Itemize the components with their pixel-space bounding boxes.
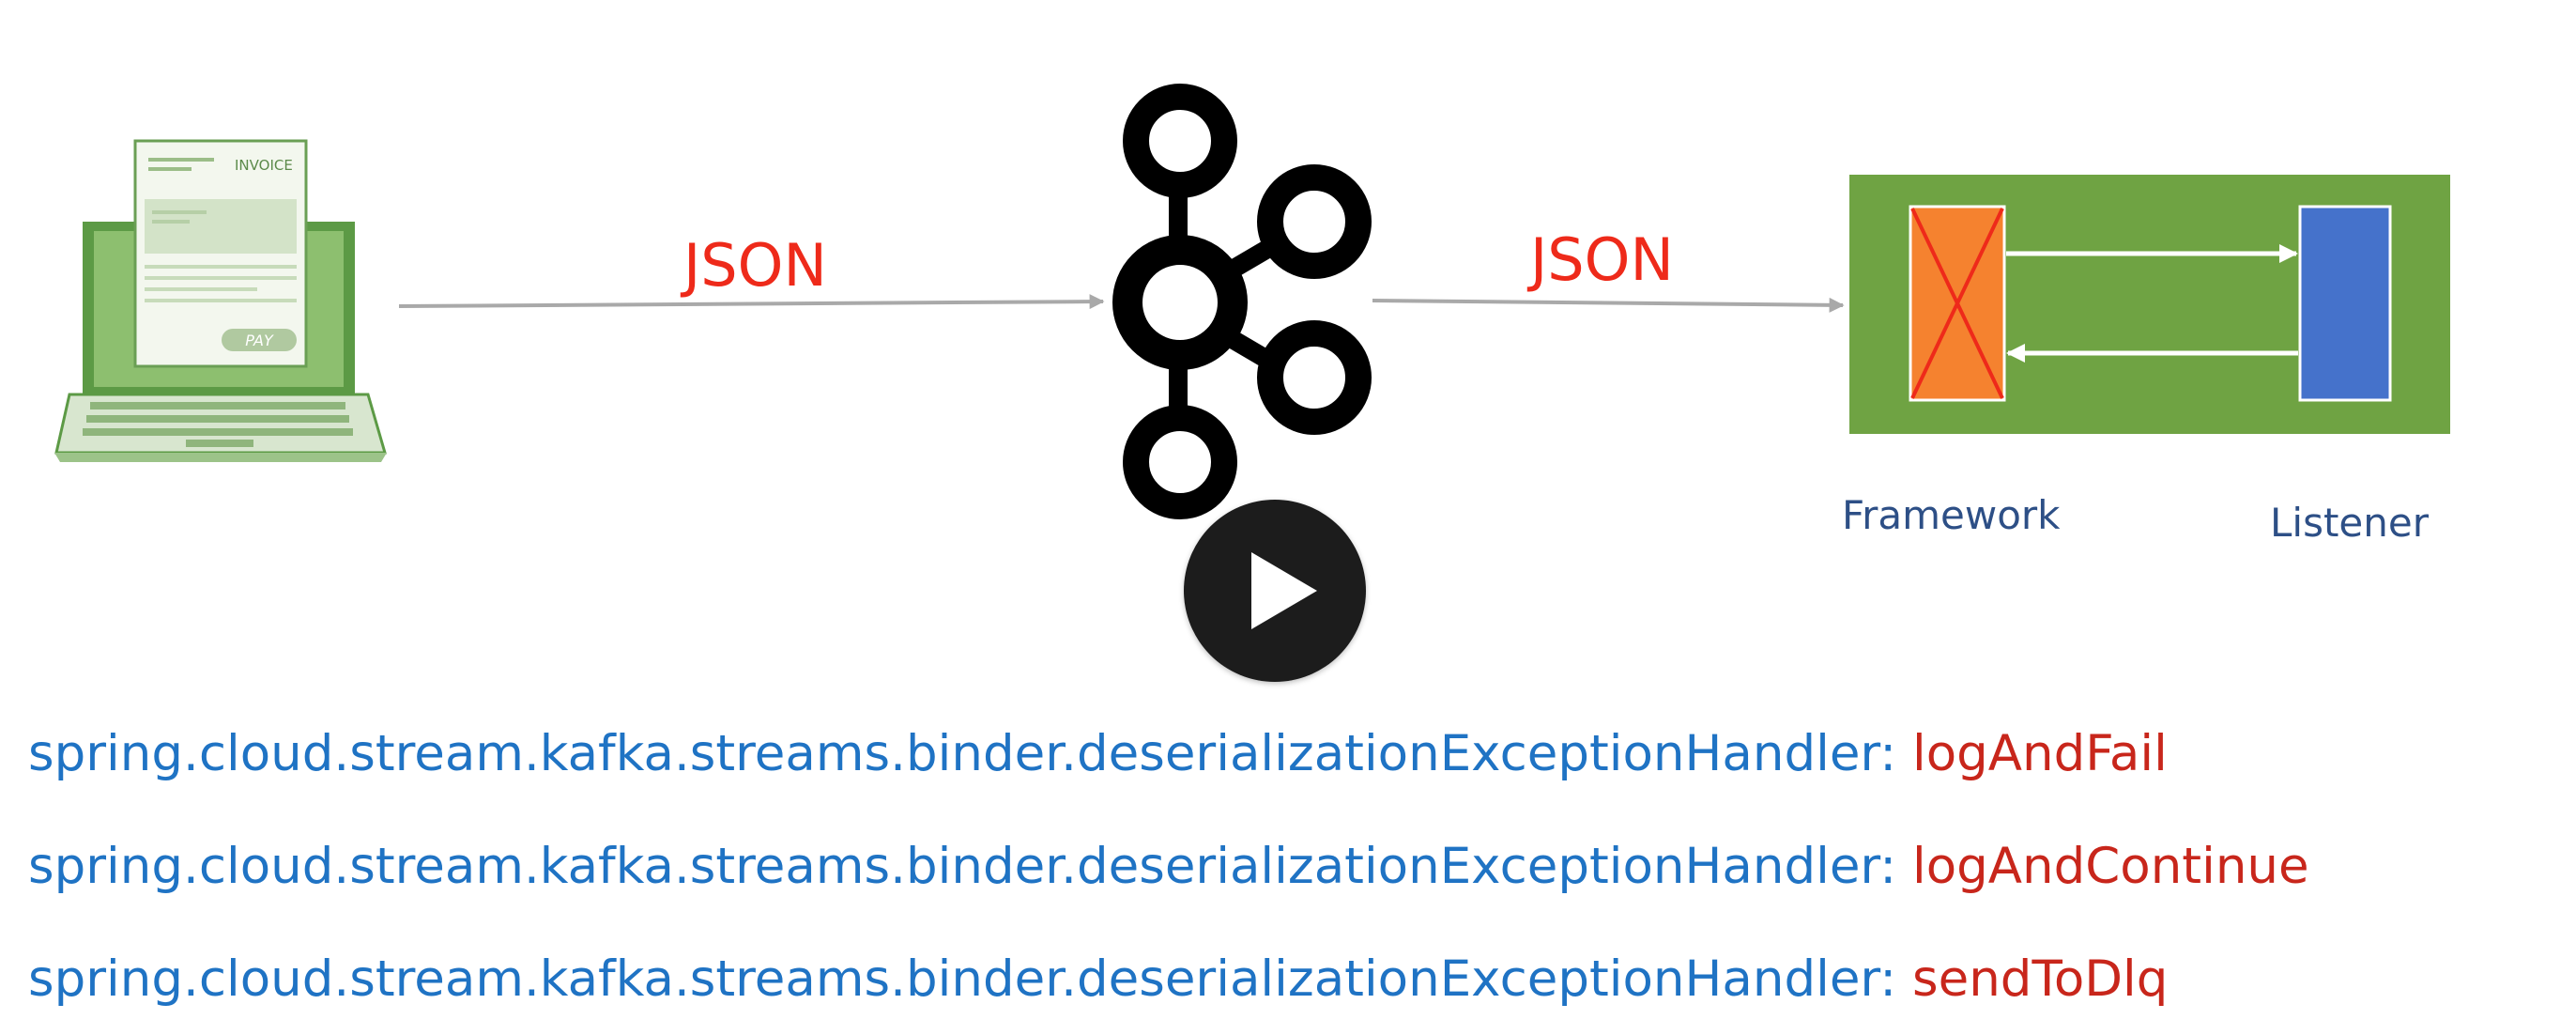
config-key: spring.cloud.stream.kafka.streams.binder… (28, 725, 1897, 782)
pay-button-label: PAY (245, 332, 274, 349)
config-key: spring.cloud.stream.kafka.streams.binder… (28, 950, 1897, 1008)
config-line: spring.cloud.stream.kafka.streams.binder… (28, 842, 2309, 891)
laptop-invoice-icon: INVOICE PAY (54, 139, 387, 462)
arrow-kafka-to-consumer (1372, 297, 1845, 313)
listener-box (2298, 205, 2392, 402)
kafka-logo-icon (1112, 84, 1372, 519)
framework-cross-line (1910, 208, 2004, 399)
play-button[interactable] (1184, 500, 1366, 682)
config-value: sendToDlq (1912, 950, 2169, 1008)
config-line: spring.cloud.stream.kafka.streams.binder… (28, 729, 2168, 779)
config-value: logAndFail (1912, 725, 2168, 782)
flow-diagram: INVOICE PAY (54, 84, 2450, 519)
play-icon (1251, 552, 1317, 629)
config-line: spring.cloud.stream.kafka.streams.binder… (28, 954, 2168, 1004)
consumer-application-box (1849, 175, 2450, 434)
framework-caption: Framework (1842, 492, 2061, 538)
invoice-header: INVOICE (235, 157, 293, 174)
invoice-paper: INVOICE PAY (133, 139, 308, 368)
listener-caption: Listener (2270, 500, 2429, 546)
producer-edge-label: JSON (683, 231, 827, 300)
consumer-edge-label: JSON (1530, 225, 1674, 294)
config-key: spring.cloud.stream.kafka.streams.binder… (28, 838, 1897, 895)
config-value: logAndContinue (1912, 838, 2309, 895)
arrow-producer-to-kafka (398, 294, 1105, 310)
